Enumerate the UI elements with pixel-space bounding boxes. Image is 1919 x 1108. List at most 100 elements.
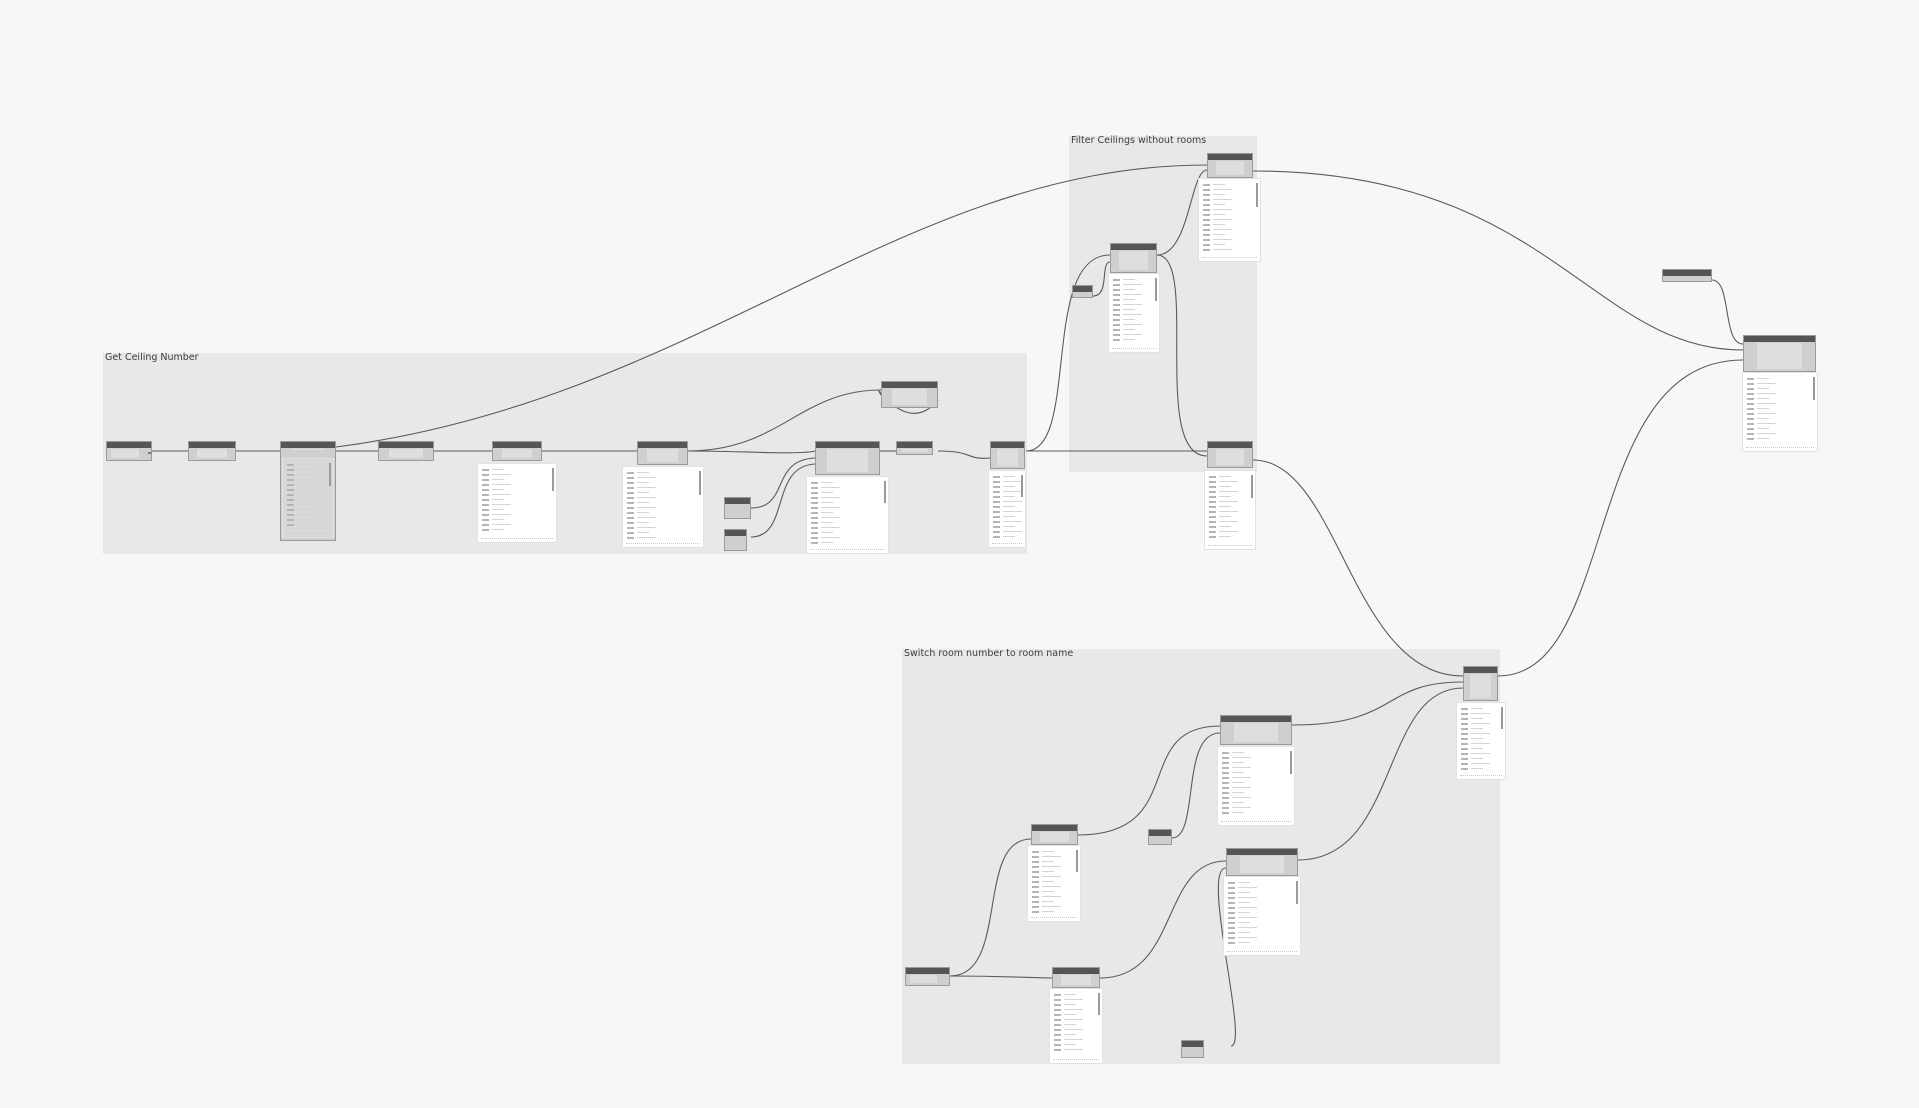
- node-header: [897, 442, 932, 448]
- room-at-point-node[interactable]: [637, 441, 688, 465]
- preview-row: [1461, 763, 1501, 765]
- code-input[interactable]: [901, 449, 928, 452]
- preview-row: [287, 464, 329, 466]
- get-room-name-node[interactable]: [1052, 967, 1100, 988]
- preview-row: [1113, 299, 1155, 301]
- dictionary-node-a[interactable]: [1220, 715, 1292, 745]
- preview-row: [1203, 204, 1256, 206]
- preview-scrollbar[interactable]: [1290, 751, 1292, 774]
- bounding-box-node[interactable]: [492, 441, 542, 461]
- preview-scrollbar[interactable]: [1296, 881, 1298, 904]
- preview-row: [1113, 284, 1155, 286]
- preview-row: [287, 494, 329, 496]
- preview-row: [1203, 224, 1256, 226]
- preview-scrollbar[interactable]: [1076, 850, 1078, 872]
- preview-row: [1032, 891, 1076, 893]
- node-header: [1663, 270, 1711, 276]
- node-header: [1208, 442, 1252, 448]
- node-body: [1119, 251, 1148, 270]
- node-body: [646, 449, 679, 462]
- preview-row: [1113, 334, 1155, 336]
- preview-row: [811, 487, 884, 489]
- preview-row: [1054, 1029, 1098, 1031]
- preview-row: [627, 522, 699, 524]
- dictionary-node-b[interactable]: [1226, 848, 1298, 876]
- get-parameter-node[interactable]: [378, 441, 434, 461]
- preview-row: [1461, 713, 1501, 715]
- node-header: [1111, 244, 1156, 250]
- preview-row: [1228, 917, 1296, 919]
- node-header: [1221, 716, 1291, 722]
- preview-row: [482, 499, 552, 501]
- list-replace-node[interactable]: [1463, 666, 1498, 701]
- output-port[interactable]: [148, 452, 151, 454]
- preview-scrollbar[interactable]: [1021, 475, 1023, 497]
- preview-scrollbar[interactable]: [1098, 993, 1100, 1015]
- node-header: [281, 442, 335, 448]
- dropdown[interactable]: [111, 449, 139, 458]
- preview-row: [1461, 743, 1501, 745]
- preview-row: [287, 509, 329, 511]
- preview-scrollbar[interactable]: [1813, 377, 1815, 400]
- preview-scrollbar[interactable]: [699, 471, 701, 495]
- preview-row: [1032, 856, 1076, 858]
- node-header: [1208, 154, 1252, 160]
- list-getitem-preview: [988, 470, 1026, 548]
- preview-scrollbar[interactable]: [884, 481, 886, 503]
- number-node-b[interactable]: [724, 529, 747, 551]
- preview-scrollbar[interactable]: [1251, 475, 1253, 498]
- preview-row: [1032, 851, 1076, 853]
- preview-scrollbar[interactable]: [552, 468, 554, 491]
- dropdown[interactable]: [910, 975, 937, 983]
- preview-row: [1032, 901, 1076, 903]
- preview-row: [1203, 239, 1256, 241]
- preview-row: [811, 502, 884, 504]
- wire: [1252, 459, 1464, 677]
- node-body: [1756, 343, 1803, 369]
- element-room-node[interactable]: [815, 441, 880, 475]
- preview-row: [627, 507, 699, 509]
- preview-row: [1228, 927, 1296, 929]
- preview-row: [811, 527, 884, 529]
- number-node-a[interactable]: [724, 497, 751, 519]
- filter-mask-b-preview: [1204, 470, 1256, 550]
- list-getitem-node[interactable]: [990, 441, 1025, 469]
- preview-row: [1054, 1044, 1098, 1046]
- preview-footer: [1460, 775, 1502, 777]
- boolean-node[interactable]: [1072, 285, 1093, 298]
- node-body: [1239, 856, 1285, 873]
- boolean-node-right[interactable]: [1662, 269, 1712, 282]
- equals-node[interactable]: [1110, 243, 1157, 273]
- categories-node[interactable]: [106, 441, 152, 461]
- preview-row: [1222, 797, 1290, 799]
- code-input-node[interactable]: [896, 441, 933, 455]
- preview-row: [1222, 807, 1290, 809]
- preview-row: [993, 536, 1021, 538]
- preview-scrollbar[interactable]: [1155, 278, 1157, 301]
- preview-scrollbar[interactable]: [1501, 707, 1503, 729]
- filter-by-bool-mask-node-b[interactable]: [1207, 441, 1253, 468]
- group-switch-room[interactable]: Switch room number to room name: [902, 648, 1500, 1064]
- preview-scrollbar[interactable]: [1256, 183, 1258, 207]
- preview-row: [1228, 887, 1296, 889]
- string-node-a[interactable]: [1148, 829, 1172, 845]
- preview-row: [1209, 511, 1251, 513]
- preview-row: [1209, 506, 1251, 508]
- set-parameter-node[interactable]: [1743, 335, 1816, 372]
- string-node-b[interactable]: [1181, 1040, 1204, 1058]
- preview-row: [1203, 249, 1256, 251]
- preview-row: [1222, 772, 1290, 774]
- preview-row: [1113, 309, 1155, 311]
- preview-row: [1228, 937, 1296, 939]
- categories-node-b[interactable]: [905, 967, 950, 986]
- all-elements-of-category-node[interactable]: [188, 441, 236, 461]
- filter-by-bool-mask-node-a[interactable]: [1207, 153, 1253, 178]
- get-room-number-node[interactable]: [1031, 824, 1078, 845]
- code-block-node[interactable]: [881, 381, 938, 408]
- node-header: [991, 442, 1024, 448]
- preview-scrollbar[interactable]: [329, 463, 331, 486]
- preview-row: [1747, 438, 1813, 440]
- preview-row: [1461, 768, 1501, 770]
- preview-row: [1228, 897, 1296, 899]
